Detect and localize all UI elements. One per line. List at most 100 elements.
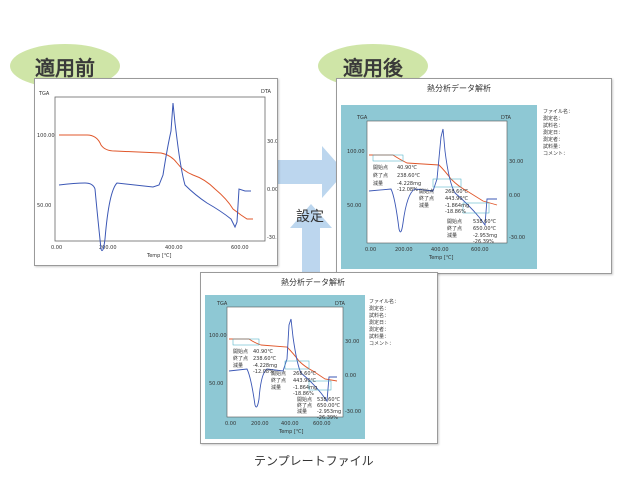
annotation-value: 443.90℃ [293, 378, 316, 384]
annotation-value: -12.08% [253, 369, 274, 375]
template-file-caption: テンプレートファイル [254, 454, 374, 468]
before-panel: TGA DTA 100.00 50.00 30.00 0.00 -30.00 0… [34, 78, 283, 266]
arrow-right [276, 146, 345, 198]
x-label: Temp [℃] [428, 255, 453, 261]
x-label: Temp [℃] [278, 429, 303, 435]
info-line: ファイル名： [369, 298, 399, 305]
y-right-label: DTA [501, 115, 512, 121]
x-tick: 600.00 [313, 421, 331, 427]
annotation-value: -2.953mg [473, 233, 497, 239]
y-right-tick: 0.00 [345, 373, 356, 379]
y-left-tick: 50.00 [347, 203, 361, 209]
info-line: コメント： [369, 341, 394, 347]
x-tick: 200.00 [251, 421, 269, 427]
y-right-tick: -30.00 [509, 235, 525, 241]
info-line: コメント： [543, 151, 568, 157]
annotation-value: 650.00℃ [317, 403, 340, 409]
annotation-label: 減量 [373, 180, 383, 187]
annotation-label: 開始点 [233, 348, 248, 355]
info-line: 試料量： [543, 143, 563, 150]
dta-curve [368, 128, 497, 233]
x-tick: 400.00 [431, 247, 449, 253]
y-right-label: DTA [335, 301, 346, 307]
annotation-value: -4.228mg [253, 363, 277, 369]
y-right-tick: -30.00 [345, 409, 361, 415]
x-tick: 200.00 [99, 245, 117, 251]
annotation-label: 終了点 [447, 225, 462, 232]
y-left-label: TGA [38, 91, 50, 97]
annotation-value: 40.90℃ [397, 165, 417, 171]
y-right-tick: 30.00 [509, 159, 523, 165]
tga-curve [229, 338, 338, 382]
y-right-tick: 0.00 [267, 187, 277, 193]
annotation-value: -4.228mg [397, 181, 421, 187]
annotation-value: 538.60℃ [317, 397, 340, 403]
arrow-up [290, 204, 332, 275]
tga-curve [59, 134, 253, 220]
info-line: ファイル名： [543, 108, 573, 115]
info-line: 測定名： [543, 115, 563, 122]
annotation-value: -2.953mg [317, 409, 341, 415]
annotation-label: 減量 [297, 408, 307, 415]
x-tick: 0.00 [365, 247, 376, 253]
annotation-label: 終了点 [297, 402, 312, 409]
template-panel: 熱分析データ解析 TGA DTA 100.00 50.00 30.00 0.00… [200, 272, 438, 444]
dta-curve [58, 102, 251, 252]
y-left-label: TGA [356, 115, 368, 121]
info-line: 測定者： [543, 136, 563, 143]
annotation-label: 開始点 [271, 370, 286, 377]
annotation-value: 538.60℃ [473, 219, 496, 225]
after-panel: 熱分析データ解析 TGA DTA 100.00 50.00 30.00 0.00… [336, 78, 612, 274]
annotation-label: 減量 [419, 202, 429, 209]
annotation-value: 443.90℃ [445, 196, 468, 202]
annotation-value: -1.864mg [293, 385, 317, 391]
annotation-label: 終了点 [233, 355, 248, 362]
x-label: Temp [℃] [146, 253, 171, 259]
y-left-tick: 50.00 [37, 203, 51, 209]
annotation-value: -26.39% [317, 415, 338, 421]
annotation-label: 減量 [233, 362, 243, 369]
annotation-value: 238.60℃ [253, 356, 276, 362]
info-line: 試料名： [369, 312, 389, 319]
annotation-label: 減量 [271, 384, 281, 391]
after-report: 熱分析データ解析 TGA DTA 100.00 50.00 30.00 0.00… [341, 83, 573, 269]
annotation-value: 268.60℃ [445, 189, 468, 195]
y-left-tick: 100.00 [347, 149, 365, 155]
template-report: 熱分析データ解析 TGA DTA 100.00 50.00 30.00 0.00… [205, 277, 399, 439]
x-tick: 600.00 [471, 247, 489, 253]
x-tick: 0.00 [225, 421, 236, 427]
y-right-tick: 30.00 [267, 139, 277, 145]
x-tick: 600.00 [231, 245, 249, 251]
annotation-value: 40.90℃ [253, 349, 273, 355]
y-left-label: TGA [216, 301, 228, 307]
y-left-tick: 50.00 [209, 381, 223, 387]
y-left-tick: 100.00 [37, 133, 55, 139]
x-tick: 200.00 [395, 247, 413, 253]
annotation-label: 開始点 [297, 396, 312, 403]
before-chart: TGA DTA 100.00 50.00 30.00 0.00 -30.00 0… [37, 89, 283, 259]
y-right-tick: 30.00 [345, 339, 359, 345]
annotation-value: -18.86% [445, 209, 466, 215]
y-right-label: DTA [261, 89, 272, 95]
annotation-label: 減量 [447, 232, 457, 239]
setting-label: 設定 [296, 209, 324, 225]
annotation-label: 終了点 [419, 195, 434, 202]
report-title: 熱分析データ解析 [427, 83, 491, 93]
annotation-value: -1.864mg [445, 203, 469, 209]
info-line: 測定名： [369, 305, 389, 312]
x-tick: 400.00 [165, 245, 183, 251]
report-title: 熱分析データ解析 [281, 277, 345, 287]
annotation-value: 650.00℃ [473, 226, 496, 232]
annotation-label: 終了点 [271, 377, 286, 384]
x-tick: 400.00 [281, 421, 299, 427]
annotation-value: -18.86% [293, 391, 314, 397]
info-line: 測定日： [369, 319, 389, 326]
info-line: 試料量： [369, 333, 389, 340]
annotation-label: 終了点 [373, 172, 388, 179]
y-right-tick: 0.00 [509, 193, 520, 199]
annotation-value: 268.60℃ [293, 371, 316, 377]
y-left-tick: 100.00 [209, 333, 227, 339]
annotation-value: -12.08% [397, 187, 418, 193]
dta-curve [228, 318, 337, 408]
